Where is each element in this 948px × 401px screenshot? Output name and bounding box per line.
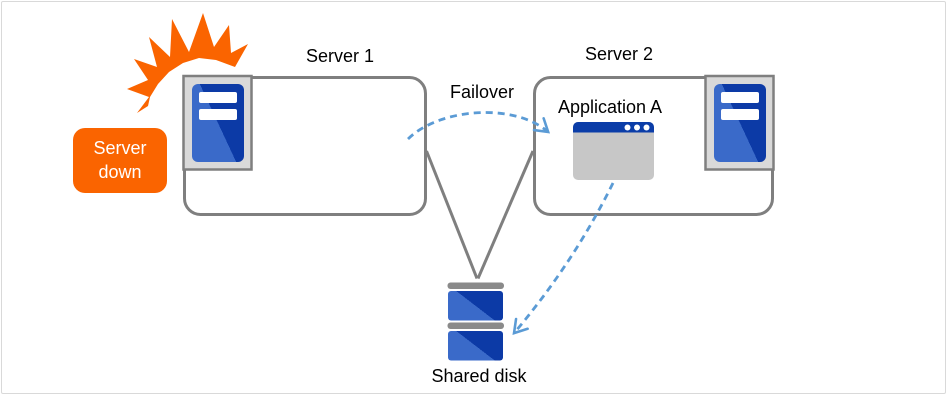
application-label: Application A bbox=[557, 97, 663, 117]
server-down-badge: Server down bbox=[73, 128, 167, 193]
shared-disk-label: Shared disk bbox=[431, 366, 527, 386]
failover-arrow bbox=[407, 111, 551, 140]
app-window-icon bbox=[573, 122, 654, 180]
server2-server-icon bbox=[704, 74, 775, 171]
server1-to-disk-line bbox=[425, 150, 479, 280]
server2-to-disk-line bbox=[476, 150, 535, 280]
server1-server-icon bbox=[182, 74, 253, 171]
server2-label: Server 2 bbox=[584, 44, 654, 64]
disk-stack-icon bbox=[447, 282, 504, 361]
failover-label: Failover bbox=[449, 82, 515, 102]
server-down-label: Server down bbox=[93, 138, 147, 182]
server1-label: Server 1 bbox=[305, 46, 375, 66]
app-to-disk-arrow bbox=[512, 182, 615, 336]
